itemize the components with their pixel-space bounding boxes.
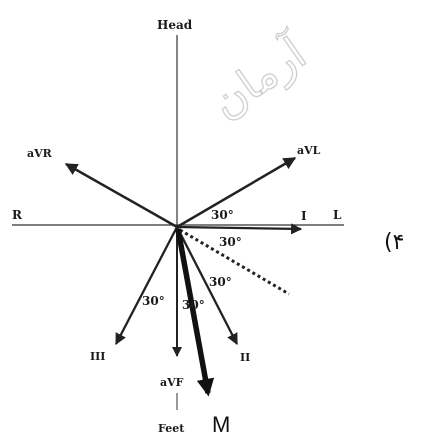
m-label: M: [212, 412, 230, 437]
lead-ii-arrow: [175, 226, 239, 346]
lead-iii-label: III: [90, 350, 105, 363]
l-label: L: [333, 208, 342, 222]
angle-label-5: 30°: [182, 298, 205, 312]
lead-iii-arrow: [114, 226, 179, 346]
avf-label: aVF: [160, 376, 184, 389]
angle-label-2: 30°: [219, 235, 242, 249]
m-vector-arrow: [175, 228, 215, 397]
option-number-label: (۴: [384, 230, 404, 255]
lead-i-arrow: [176, 223, 303, 235]
angle-label-3: 30°: [209, 275, 232, 289]
avl-arrow: [176, 156, 297, 229]
angle-label-4: 30°: [142, 294, 165, 308]
avr-arrow: [64, 162, 178, 229]
watermark: آرمان: [201, 26, 317, 129]
avr-label: aVR: [27, 147, 53, 160]
avl-label: aVL: [297, 144, 321, 157]
r-label: R: [12, 208, 23, 222]
feet-label: Feet: [158, 422, 185, 435]
lead-ii-label: II: [240, 351, 250, 364]
angle-label-1: 30°: [211, 208, 234, 222]
lead-i-label: I: [301, 209, 307, 223]
head-label: Head: [157, 18, 193, 32]
